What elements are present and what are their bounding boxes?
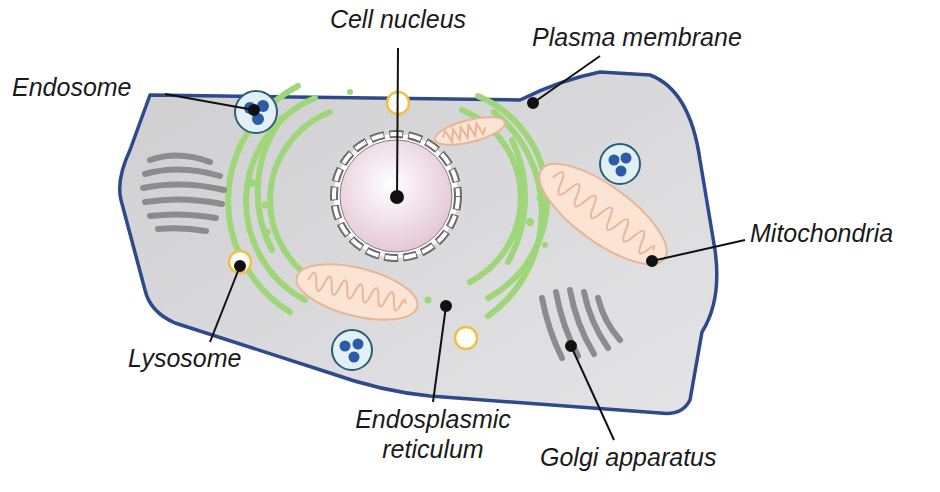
lysosome [229,92,477,349]
mitochondria [291,112,681,331]
leader-lines [165,48,745,440]
endosome [235,91,640,370]
golgi-apparatus [143,155,620,358]
cell-nucleus [334,134,458,258]
part-label: Cell nucleus [330,4,466,34]
part-label: Golgi apparatus [540,442,717,472]
part-label: Plasma membrane [532,22,742,52]
part-label: Endosplasmic reticulum [338,404,528,464]
part-label: Lysosome [128,343,242,373]
part-label: Endosome [12,72,132,102]
plasma-membrane [120,72,717,413]
part-label: Mitochondria [750,218,893,248]
